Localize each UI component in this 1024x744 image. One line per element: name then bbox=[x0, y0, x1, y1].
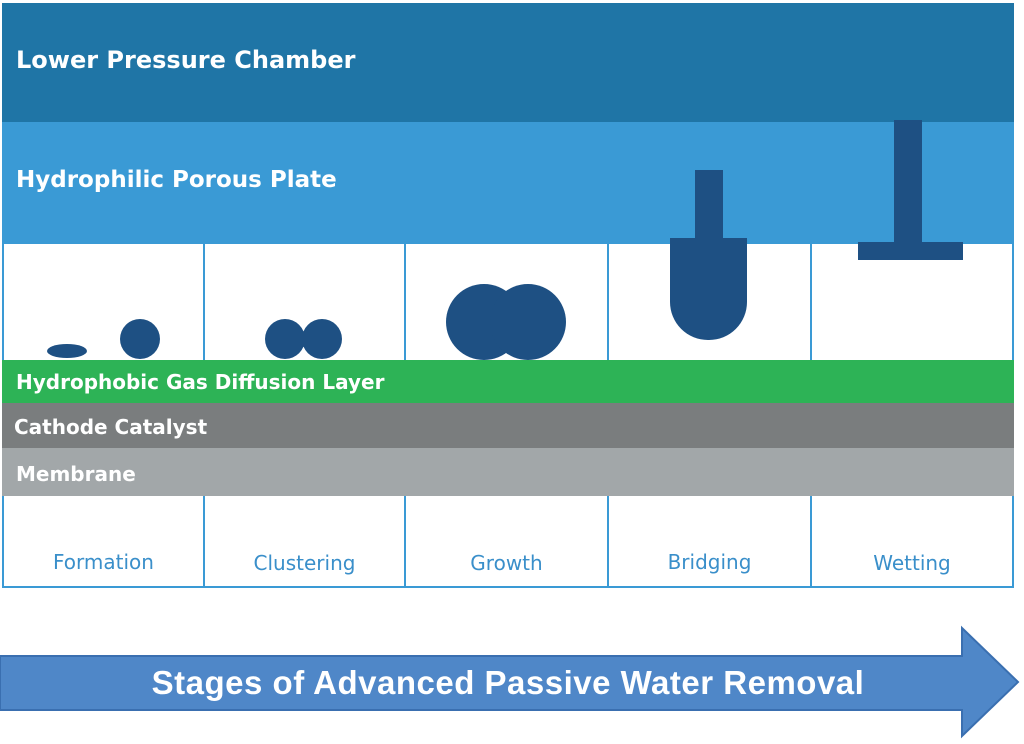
hydrophilic-porous-plate: Hydrophilic Porous Plate bbox=[2, 122, 1014, 242]
round-droplet bbox=[120, 319, 160, 359]
stages-arrow-label: Stages of Advanced Passive Water Removal bbox=[151, 664, 865, 701]
stage-label-formation: Formation bbox=[2, 496, 205, 588]
gas-diffusion-layer: Hydrophobic Gas Diffusion Layer bbox=[2, 360, 1014, 403]
stage-label-growth: Growth bbox=[404, 496, 609, 588]
cluster-droplet-left bbox=[265, 319, 305, 359]
bridging-column bbox=[695, 170, 723, 250]
cluster-droplet-right bbox=[302, 319, 342, 359]
gas-diffusion-layer-label: Hydrophobic Gas Diffusion Layer bbox=[16, 370, 385, 394]
lower-pressure-chamber-label: Lower Pressure Chamber bbox=[16, 46, 356, 74]
stage-label-clustering: Clustering bbox=[203, 496, 406, 588]
wetting-column bbox=[894, 120, 922, 248]
growth-droplet-right bbox=[490, 284, 566, 360]
hydrophilic-porous-plate-label: Hydrophilic Porous Plate bbox=[16, 167, 337, 193]
lower-pressure-chamber: Lower Pressure Chamber bbox=[2, 3, 1014, 122]
stages-arrow bbox=[0, 625, 1020, 739]
cathode-catalyst-label: Cathode Catalyst bbox=[14, 415, 208, 439]
stage-label-wetting: Wetting bbox=[810, 496, 1014, 588]
stages-arrow-shape bbox=[0, 625, 1020, 739]
stage-cell-wetting bbox=[810, 242, 1014, 362]
flat-droplet bbox=[47, 344, 87, 358]
membrane-label: Membrane bbox=[16, 462, 136, 486]
cathode-catalyst: Cathode Catalyst bbox=[2, 403, 1014, 448]
membrane: Membrane bbox=[2, 448, 1014, 496]
wetting-film bbox=[858, 242, 963, 260]
stage-cell-formation bbox=[2, 242, 205, 362]
stage-label-bridging: Bridging bbox=[607, 496, 812, 588]
bridging-droplet bbox=[670, 238, 747, 340]
